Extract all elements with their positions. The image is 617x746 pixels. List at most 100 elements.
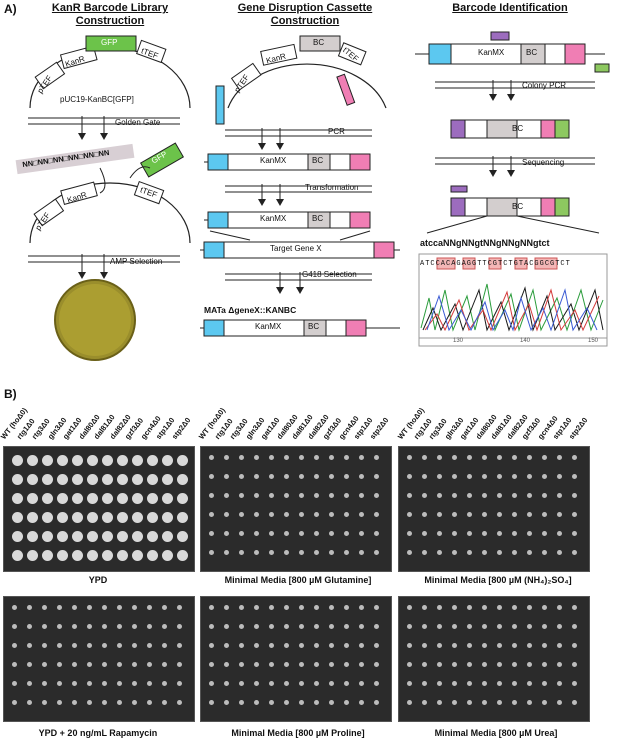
colony-spot bbox=[177, 605, 182, 610]
colony-spot bbox=[209, 455, 214, 460]
colony-spot bbox=[224, 624, 229, 629]
colony-spot bbox=[467, 624, 472, 629]
colony-spot bbox=[482, 493, 487, 498]
colony-spot bbox=[209, 474, 214, 479]
colony-spot bbox=[452, 662, 457, 667]
colony-spot bbox=[557, 455, 562, 460]
colony-spot bbox=[542, 700, 547, 705]
colony-spot bbox=[527, 493, 532, 498]
colony-spot bbox=[12, 493, 23, 504]
colony-spot bbox=[102, 455, 113, 466]
colony-spot bbox=[482, 550, 487, 555]
colony-spot bbox=[72, 474, 83, 485]
colony-spot bbox=[407, 624, 412, 629]
colony-spot bbox=[329, 512, 334, 517]
colony-spot bbox=[329, 624, 334, 629]
colony-spot bbox=[407, 643, 412, 648]
colony-spot bbox=[162, 512, 173, 523]
colony-spot bbox=[132, 700, 137, 705]
colony-spot bbox=[209, 700, 214, 705]
colony-spot bbox=[117, 624, 122, 629]
colony-spot bbox=[87, 605, 92, 610]
colony-spot bbox=[422, 700, 427, 705]
colony-spot bbox=[57, 493, 68, 504]
colony-spot bbox=[224, 550, 229, 555]
colony-spot bbox=[314, 550, 319, 555]
colony-spot bbox=[57, 662, 62, 667]
colony-spot bbox=[132, 662, 137, 667]
colony-spot bbox=[162, 700, 167, 705]
colony-spot bbox=[284, 493, 289, 498]
colony-spot bbox=[542, 681, 547, 686]
plate-rapamycin bbox=[3, 596, 195, 722]
colony-spot bbox=[239, 643, 244, 648]
caption-ammonium-sulfate: Minimal Media [800 µM (NH₄)₂SO₄] bbox=[424, 575, 572, 585]
colony-spot bbox=[422, 605, 427, 610]
col2-title-line1: Gene Disruption Cassette bbox=[237, 2, 373, 14]
bc-label-5: BC bbox=[312, 214, 324, 223]
colony-spot bbox=[177, 700, 182, 705]
colony-spot bbox=[42, 493, 53, 504]
colony-spot bbox=[482, 474, 487, 479]
colony-spot bbox=[467, 643, 472, 648]
colony-spot bbox=[299, 493, 304, 498]
colony-spot bbox=[557, 662, 562, 667]
col1-title: KanR Barcode Library Construction bbox=[20, 2, 200, 28]
colony-spot bbox=[437, 474, 442, 479]
colony-spot bbox=[482, 455, 487, 460]
colony-spot bbox=[329, 493, 334, 498]
bc-label-8: BC bbox=[512, 124, 524, 133]
colony-spot bbox=[482, 605, 487, 610]
colony-spot bbox=[42, 643, 47, 648]
colony-spot bbox=[452, 493, 457, 498]
colony-spot bbox=[374, 531, 379, 536]
colony-spot bbox=[27, 531, 38, 542]
colony-spot bbox=[209, 550, 214, 555]
colony-spot bbox=[57, 455, 68, 466]
colony-spot bbox=[437, 700, 442, 705]
colony-spot bbox=[422, 550, 427, 555]
colony-spot bbox=[314, 512, 319, 517]
colony-spot bbox=[542, 512, 547, 517]
plasmid-name: pUC19-KanBC[GFP] bbox=[60, 95, 134, 104]
colony-spot bbox=[542, 643, 547, 648]
colony-spot bbox=[254, 493, 259, 498]
colony-spot bbox=[72, 512, 83, 523]
colony-spot bbox=[467, 681, 472, 686]
colony-spot bbox=[452, 550, 457, 555]
colony-spot bbox=[117, 531, 128, 542]
colony-spot bbox=[407, 700, 412, 705]
colony-spot bbox=[87, 624, 92, 629]
colony-spot bbox=[254, 681, 259, 686]
colony-spot bbox=[27, 681, 32, 686]
colony-spot bbox=[57, 605, 62, 610]
colony-spot bbox=[269, 550, 274, 555]
colony-spot bbox=[102, 662, 107, 667]
colony-spot bbox=[299, 643, 304, 648]
colony-spot bbox=[117, 605, 122, 610]
colony-spot bbox=[374, 700, 379, 705]
colony-spot bbox=[147, 550, 158, 561]
colony-spot bbox=[314, 662, 319, 667]
colony-spot bbox=[239, 681, 244, 686]
colony-spot bbox=[132, 531, 143, 542]
colony-spot bbox=[117, 474, 128, 485]
colony-spot bbox=[497, 512, 502, 517]
kan-block-2 bbox=[60, 181, 98, 206]
colony-spot bbox=[467, 550, 472, 555]
colony-spot bbox=[467, 455, 472, 460]
colony-spot bbox=[422, 662, 427, 667]
colony-spot bbox=[497, 493, 502, 498]
colony-spot bbox=[329, 681, 334, 686]
colony-spot bbox=[27, 605, 32, 610]
colony-spot bbox=[42, 624, 47, 629]
colony-spot bbox=[512, 624, 517, 629]
plate-proline bbox=[200, 596, 392, 722]
colony-spot bbox=[557, 474, 562, 479]
caption-glutamine: Minimal Media [800 µM Glutamine] bbox=[224, 575, 372, 585]
colony-spot bbox=[407, 550, 412, 555]
colony-spot bbox=[284, 605, 289, 610]
colony-spot bbox=[147, 531, 158, 542]
colony-spot bbox=[57, 550, 68, 561]
